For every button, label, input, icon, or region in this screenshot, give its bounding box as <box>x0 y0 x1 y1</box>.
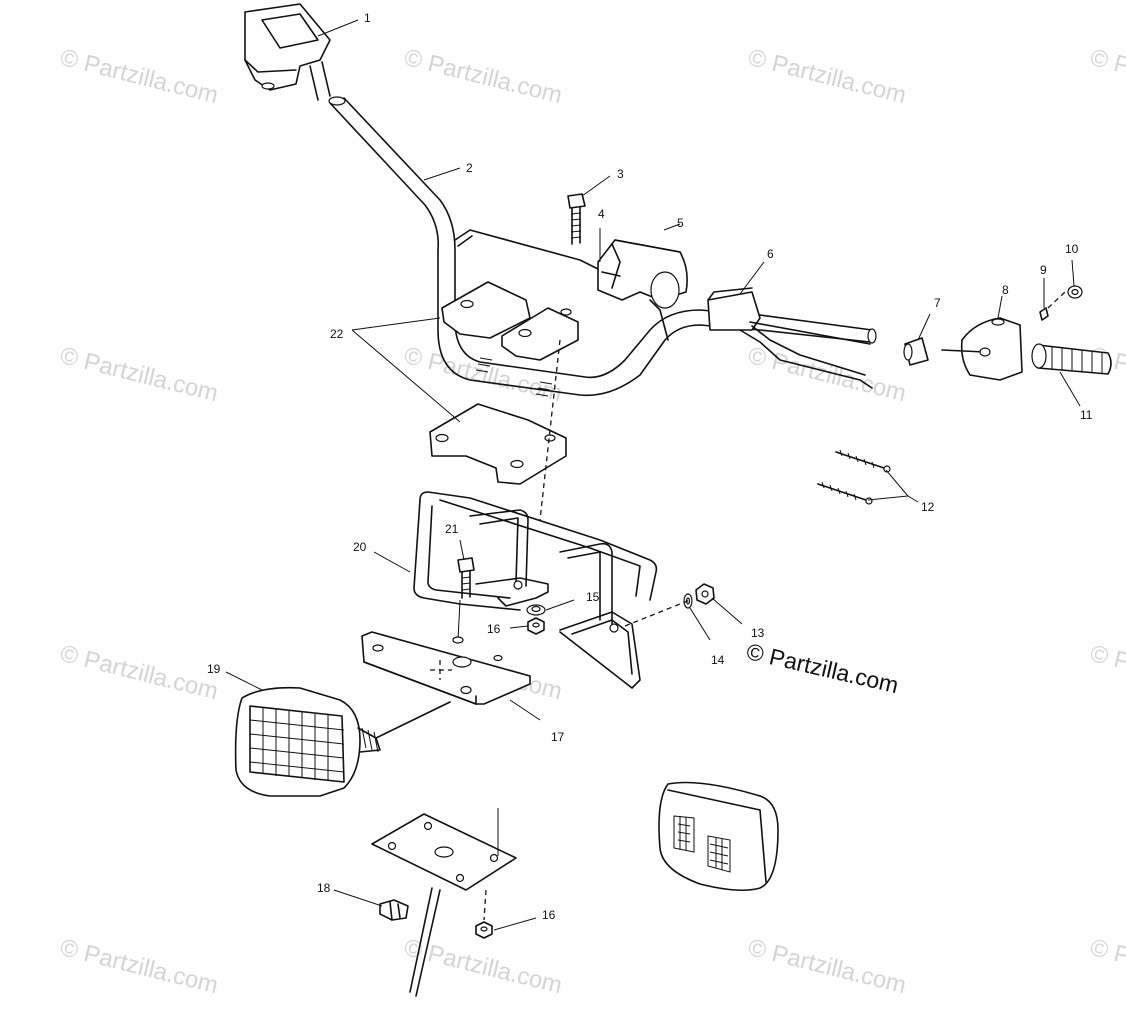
callout-7: 7 <box>934 296 941 310</box>
bolt-part <box>567 193 586 245</box>
headlight-part <box>234 686 451 797</box>
callout-18: 18 <box>317 881 331 895</box>
leader-lines <box>225 19 1081 931</box>
nut-part <box>695 583 715 605</box>
callout-3: 3 <box>617 167 624 181</box>
callout-9: 9 <box>1040 263 1047 277</box>
nut-part <box>475 921 493 939</box>
wire-clip-part <box>379 899 409 921</box>
lower-mounting-plate <box>371 808 517 997</box>
assembly-centerline <box>539 339 561 521</box>
callout-16: 16 <box>487 622 501 636</box>
callout-13: 13 <box>751 626 765 640</box>
callout-11: 11 <box>1080 408 1093 422</box>
taillight-part <box>658 781 779 892</box>
bracket-bolt-part <box>457 557 475 641</box>
brake-lever-part <box>649 287 873 389</box>
callout-5: 5 <box>677 216 684 230</box>
handlebar-clamp-part <box>429 281 579 485</box>
callout-10: 10 <box>1065 242 1079 256</box>
grip-part <box>1031 343 1112 375</box>
switch-housing-part <box>941 317 1023 381</box>
mounting-plate-part <box>361 631 531 705</box>
cap-part <box>1067 285 1083 299</box>
callout-17: 17 <box>551 730 565 744</box>
callout-1: 1 <box>364 11 371 25</box>
handlebar-pad-part <box>597 239 688 309</box>
headlight-bracket-part <box>413 491 658 689</box>
callout-21: 21 <box>445 522 459 536</box>
callout-16-lower: 16 <box>542 908 556 922</box>
callout-2: 2 <box>466 161 473 175</box>
callout-8: 8 <box>1002 283 1009 297</box>
throttle-control-part <box>244 3 331 101</box>
callout-22: 22 <box>330 327 344 341</box>
callout-20: 20 <box>353 540 367 554</box>
fastener-centerline <box>624 599 691 627</box>
screw-part <box>1039 291 1066 321</box>
handlebar-part <box>328 96 877 397</box>
callout-4: 4 <box>598 207 605 221</box>
callout-14: 14 <box>711 653 725 667</box>
nut-part <box>527 617 545 635</box>
callout-19: 19 <box>207 662 221 676</box>
washer-part <box>526 604 546 616</box>
callout-12: 12 <box>921 500 935 514</box>
callout-6: 6 <box>767 247 774 261</box>
cable-fitting-part <box>903 337 929 366</box>
callout-15: 15 <box>586 590 600 604</box>
cable-ties-part <box>817 449 891 505</box>
